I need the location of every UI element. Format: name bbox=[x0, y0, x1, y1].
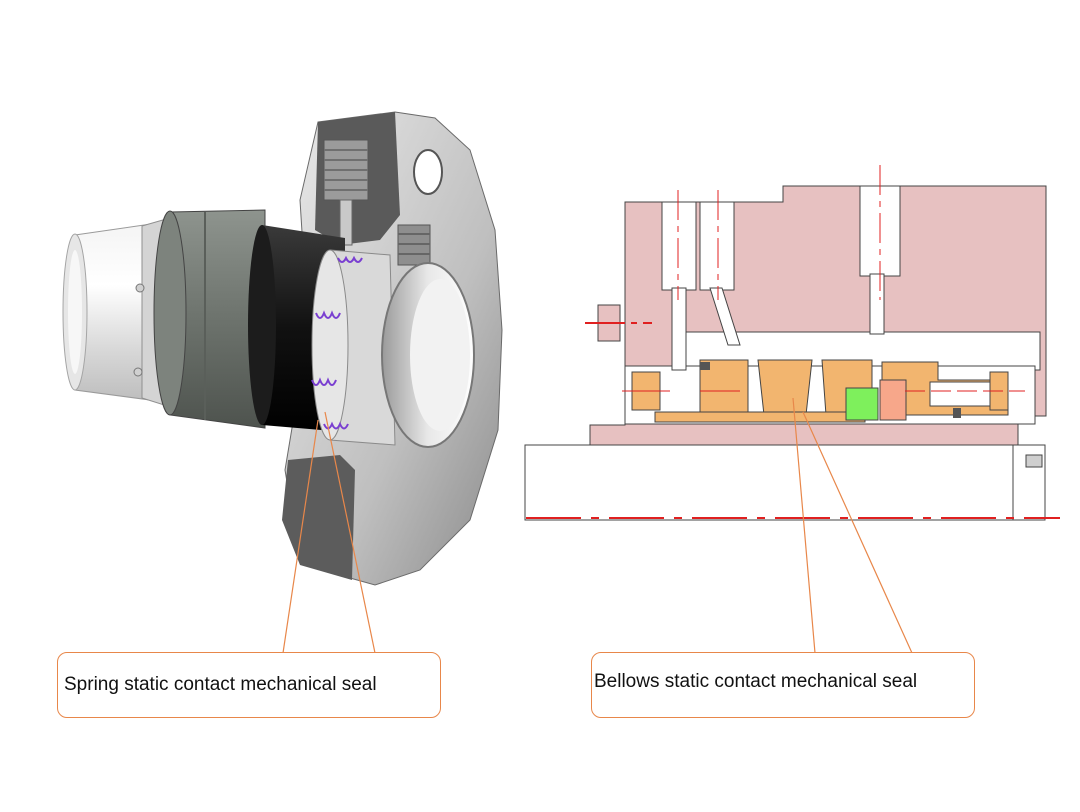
callout-label-spring-seal: Spring static contact mechanical seal bbox=[64, 674, 377, 695]
callout-box-left: Spring static contact mechanical seal bbox=[57, 652, 441, 718]
centerlines bbox=[526, 165, 1060, 519]
leader-line-left-1 bbox=[282, 419, 319, 654]
leader-lines bbox=[282, 397, 913, 654]
bellows-seal-cross-section bbox=[524, 165, 1060, 521]
callout-box-right: Bellows static contact mechanical seal bbox=[591, 652, 975, 718]
green-ring bbox=[845, 387, 879, 421]
leader-line-left-2 bbox=[324, 411, 376, 654]
spring-seal-illustration bbox=[62, 111, 503, 586]
leader-line-right-1 bbox=[792, 397, 816, 654]
flange-cut-bottom bbox=[282, 455, 355, 580]
callout-label-bellows-seal: Bellows static contact mechanical seal bbox=[594, 671, 918, 692]
leader-line-right-2 bbox=[802, 411, 913, 654]
flange-bolt-hole bbox=[413, 149, 443, 195]
shaft bbox=[524, 444, 1014, 521]
